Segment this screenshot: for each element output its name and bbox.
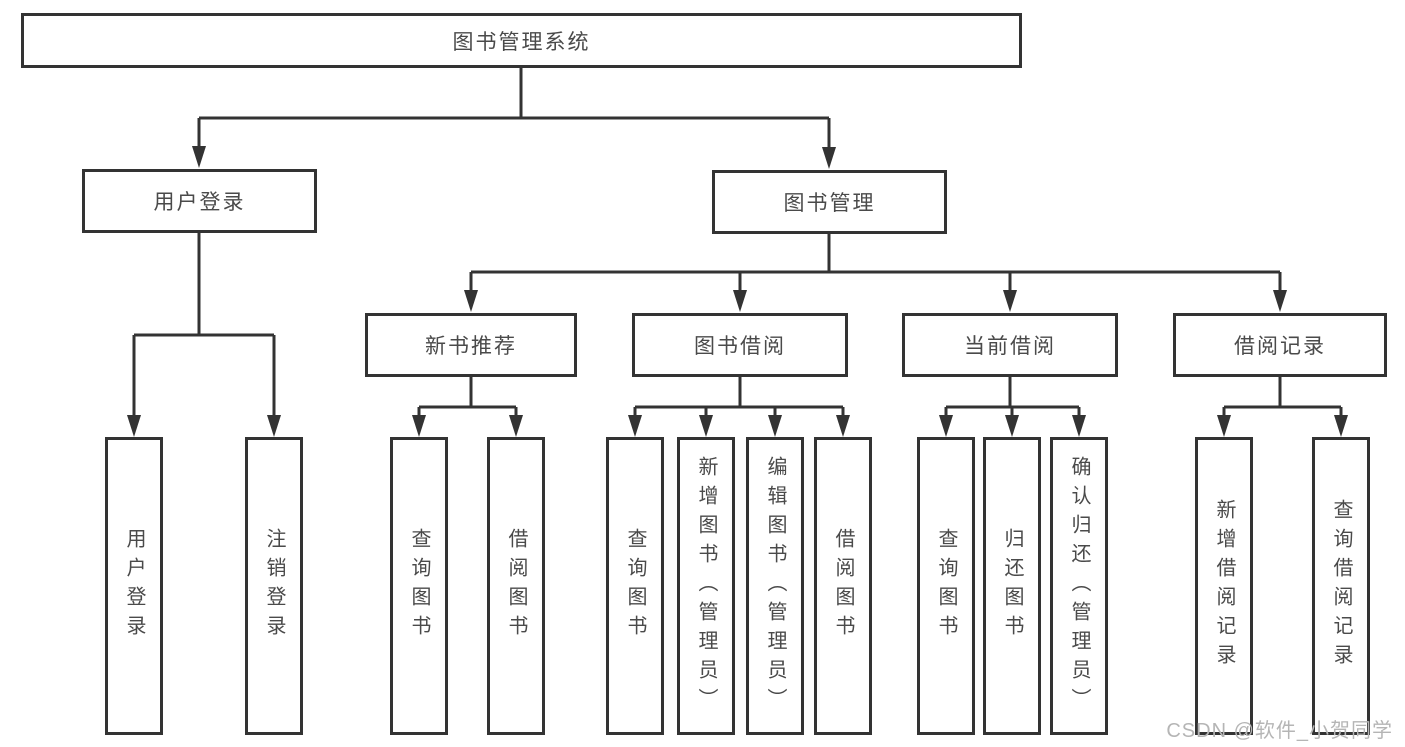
node-library-management-system: 图书管理系统 — [21, 13, 1022, 68]
leaf-logout: 注销登录 — [245, 437, 303, 735]
connector-path — [132, 68, 1343, 417]
leaf-query-books-recommend: 查询图书 — [390, 437, 448, 735]
watermark: CSDN @软件_小贺同学 — [1166, 720, 1393, 742]
node-book-borrow: 图书借阅 — [632, 313, 848, 377]
node-book-management: 图书管理 — [712, 170, 947, 234]
node-new-book-recommend: 新书推荐 — [365, 313, 577, 377]
node-user-login: 用户登录 — [82, 169, 317, 233]
leaf-query-books-borrow: 查询图书 — [606, 437, 664, 735]
leaf-add-borrow-record: 新增借阅记录 — [1195, 437, 1253, 735]
node-borrow-records: 借阅记录 — [1173, 313, 1387, 377]
leaf-query-books-current: 查询图书 — [917, 437, 975, 735]
leaf-query-borrow-record: 查询借阅记录 — [1312, 437, 1370, 735]
arrowhead-icons — [127, 146, 1348, 437]
leaf-edit-book-admin: 编辑图书（管理员） — [746, 437, 804, 735]
leaf-add-book-admin: 新增图书（管理员） — [677, 437, 735, 735]
leaf-return-book: 归还图书 — [983, 437, 1041, 735]
node-current-borrow: 当前借阅 — [902, 313, 1118, 377]
leaf-borrow-books-recommend: 借阅图书 — [487, 437, 545, 735]
leaf-borrow-books: 借阅图书 — [814, 437, 872, 735]
leaf-confirm-return-admin: 确认归还（管理员） — [1050, 437, 1108, 735]
leaf-user-login: 用户登录 — [105, 437, 163, 735]
